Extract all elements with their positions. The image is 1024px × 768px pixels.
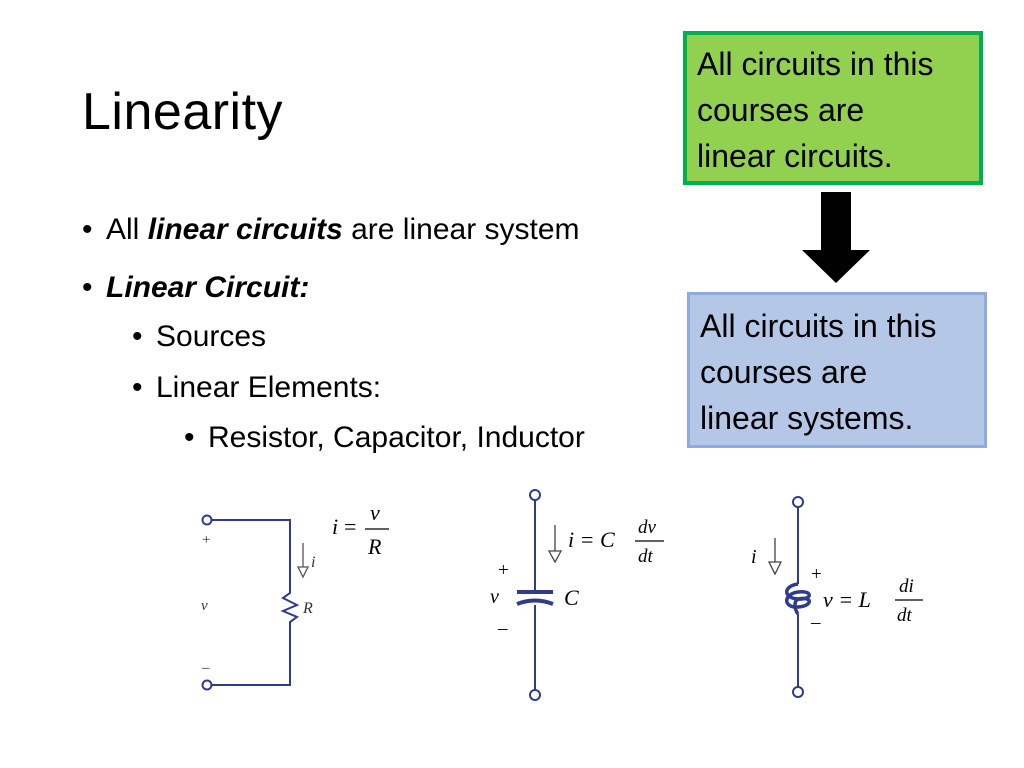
callout-line: courses are [700, 354, 868, 390]
slide-title: Linearity [82, 83, 284, 141]
bullet-elements-list: • Resistor, Capacitor, Inductor [184, 420, 585, 456]
terminal-icon [792, 686, 804, 698]
current-label: i [311, 554, 315, 571]
bullet-dot: • [132, 371, 143, 404]
resistor-diagram: + – v i R i = v R [201, 505, 389, 691]
bullet-emphasis: linear circuits [147, 213, 343, 246]
callout-linear-circuits: All circuits in this courses are linear … [683, 31, 983, 185]
resistor-wire [212, 519, 300, 686]
minus-sign: – [497, 618, 508, 639]
equation-equals: = [344, 514, 356, 539]
bullet-sources: • Sources [132, 319, 266, 355]
callout-linear-systems: All circuits in this courses are linear … [687, 292, 987, 448]
plus-sign: + [811, 564, 822, 585]
equation-numerator: dv [638, 517, 657, 538]
equation-numerator: v [370, 505, 380, 525]
bullet-text: Linear Elements: [156, 371, 382, 404]
minus-sign: – [201, 660, 210, 676]
plus-sign: + [498, 560, 509, 581]
terminal-icon [529, 489, 541, 501]
bullet-linear-elements: • Linear Elements: [132, 370, 381, 406]
bullet-text: are linear system [342, 213, 580, 246]
plus-sign: + [202, 532, 210, 548]
bullet-linear-circuits: • All linear circuits are linear system [82, 212, 580, 248]
terminal-icon [792, 496, 804, 508]
inductor-equation: v = L [823, 587, 871, 612]
voltage-label: v [201, 598, 208, 614]
equation-denominator: dt [638, 546, 654, 567]
bullet-text: All [106, 213, 148, 246]
bullet-emphasis: Linear Circuit: [106, 271, 310, 304]
callout-line: courses are [697, 92, 865, 128]
equation-denominator: R [367, 534, 382, 559]
current-arrow-icon [547, 525, 563, 564]
callout-line: linear circuits. [697, 138, 893, 174]
bullet-text: Resistor, Capacitor, Inductor [208, 421, 585, 454]
capacitor-equation: i = C [568, 527, 615, 552]
voltage-label: v [490, 586, 499, 608]
equation-lhs: i [332, 514, 338, 539]
bullet-linear-circuit-def: • Linear Circuit: [82, 270, 309, 306]
bullet-dot: • [132, 320, 143, 353]
capacitor-plates-icon [516, 590, 554, 606]
down-arrow-icon [802, 192, 870, 283]
callout-line: linear systems. [700, 400, 914, 436]
resistor-label: R [302, 600, 313, 617]
terminal-icon [201, 514, 213, 526]
current-arrow-icon [296, 543, 310, 579]
inductor-diagram: i + v = L di dt – [751, 496, 923, 698]
minus-sign: – [810, 612, 821, 633]
bullet-text: Sources [156, 320, 267, 353]
equation-numerator: di [899, 576, 914, 597]
callout-line: All circuits in this [697, 46, 934, 82]
bullet-dot: • [82, 213, 93, 246]
inductor-coil-icon [785, 582, 811, 616]
current-label: i [751, 546, 757, 568]
capacitor-diagram: i = C dv dt + v – C [490, 489, 664, 701]
equation-denominator: dt [897, 605, 913, 626]
bullet-dot: • [184, 421, 195, 454]
current-arrow-icon [767, 538, 783, 576]
terminal-icon [529, 689, 541, 701]
terminal-icon [201, 679, 213, 691]
callout-line: All circuits in this [700, 308, 937, 344]
capacitor-label: C [564, 585, 579, 610]
bullet-dot: • [82, 271, 93, 304]
